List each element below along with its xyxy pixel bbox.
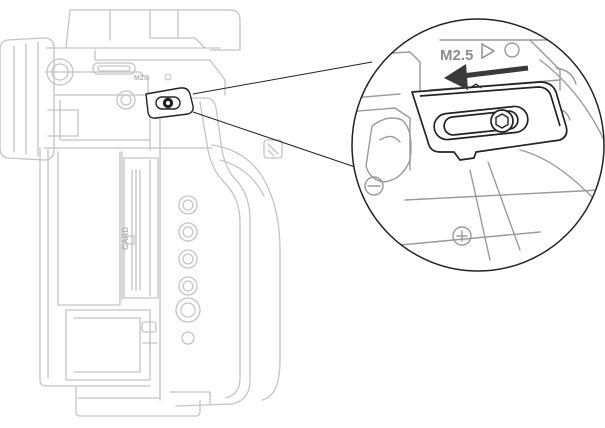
body-screw-label: M2.5 — [134, 75, 150, 82]
camera-top-housing — [45, 10, 240, 109]
base-plate — [76, 386, 210, 416]
grip — [160, 98, 280, 406]
zoom-callout: M2.5 — [340, 19, 604, 271]
card-slot-label: CARD — [121, 227, 130, 250]
grip-buttons — [142, 196, 200, 350]
eyepiece — [0, 38, 78, 160]
body-bracket — [146, 88, 193, 118]
camera-body: M2.5 CARD — [0, 10, 282, 416]
side-knob — [264, 140, 282, 158]
callout-screw-label: M2.5 — [440, 47, 473, 64]
